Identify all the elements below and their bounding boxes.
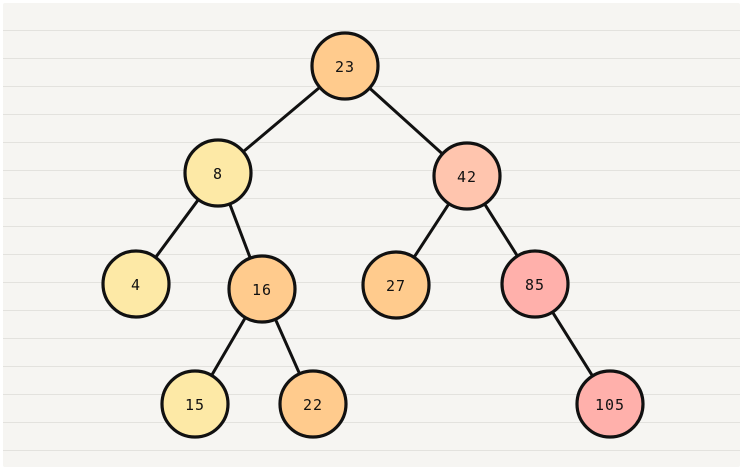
tree-edge-n23-n42 — [369, 87, 443, 155]
tree-node-label: 23 — [335, 58, 355, 76]
tree-node-42: 42 — [432, 141, 502, 211]
tree-edge-n85-n105 — [552, 312, 593, 376]
tree-node-circle — [575, 369, 645, 439]
tree-node-label: 4 — [131, 276, 141, 294]
tree-node-label: 22 — [303, 396, 323, 414]
tree-node-22: 22 — [278, 369, 348, 439]
tree-node-circle — [361, 250, 431, 320]
tree-edge-n8-n16 — [228, 204, 252, 258]
tree-edge-n42-n27 — [413, 203, 450, 258]
tree-node-label: 105 — [595, 396, 625, 414]
tree-node-circle — [160, 369, 230, 439]
tree-node-circle — [432, 141, 502, 211]
tree-node-circle — [227, 254, 297, 324]
tree-node-105: 105 — [575, 369, 645, 439]
tree-node-circle — [278, 369, 348, 439]
tree-node-circle — [101, 249, 171, 319]
tree-node-8: 8 — [183, 138, 253, 208]
tree-edges — [155, 87, 593, 376]
tree-node-27: 27 — [361, 250, 431, 320]
tree-node-circle — [500, 249, 570, 319]
tree-node-label: 8 — [213, 165, 223, 183]
tree-node-23: 23 — [310, 31, 380, 101]
tree-edge-n42-n85 — [484, 204, 518, 256]
tree-node-label: 15 — [185, 396, 205, 414]
tree-node-circle — [183, 138, 253, 208]
tree-edge-n16-n22 — [274, 319, 301, 374]
tree-node-label: 85 — [525, 276, 545, 294]
tree-edge-n16-n15 — [211, 317, 246, 376]
tree-edge-n8-n4 — [155, 199, 199, 258]
tree-node-16: 16 — [227, 254, 297, 324]
tree-node-circle — [310, 31, 380, 101]
tree-edge-n23-n8 — [243, 87, 320, 152]
tree-node-label: 16 — [252, 281, 272, 299]
tree-node-15: 15 — [160, 369, 230, 439]
tree-node-label: 27 — [386, 277, 406, 295]
tree-node-85: 85 — [500, 249, 570, 319]
tree-node-label: 42 — [457, 168, 477, 186]
tree-node-4: 4 — [101, 249, 171, 319]
tree-nodes: 23 8 42 4 16 27 85 15 22 105 — [101, 31, 645, 439]
